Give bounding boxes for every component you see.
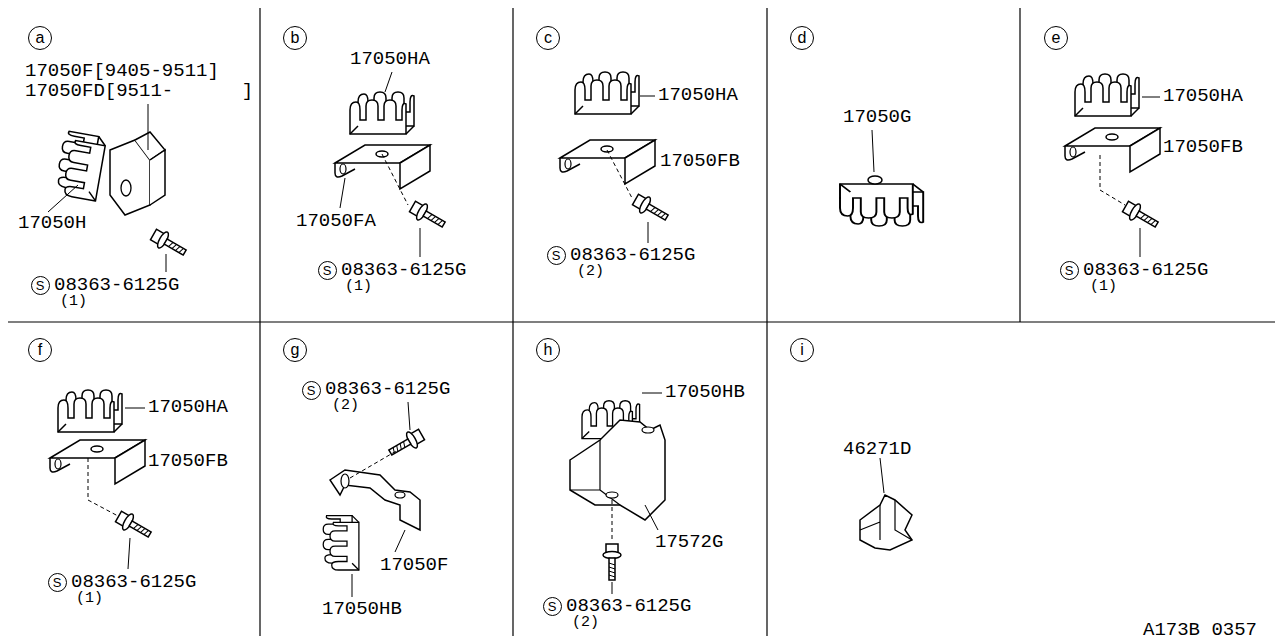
- part-number: 08363-6125G: [570, 246, 695, 265]
- part-number: 46271D: [843, 440, 911, 459]
- part-number: 08363-6125G: [325, 380, 450, 399]
- part-number: 08363-6125G: [341, 261, 466, 280]
- part-number: 17050HB: [322, 600, 402, 619]
- circle-letter: S: [1065, 264, 1074, 277]
- circle-letter: S: [548, 600, 557, 613]
- standard-part-symbol: S: [48, 573, 67, 592]
- standard-part-symbol: S: [543, 597, 562, 616]
- view-letter-circle: f: [28, 338, 52, 362]
- quantity: (1): [76, 591, 103, 606]
- view-letter-circle: a: [28, 26, 52, 50]
- diagram-id: A173B 0357: [1143, 621, 1257, 640]
- part-number: 08363-6125G: [566, 597, 691, 616]
- circle-letter: g: [291, 342, 300, 358]
- circle-letter: b: [291, 30, 300, 46]
- circle-letter: a: [36, 30, 45, 46]
- view-letter-circle: d: [790, 26, 814, 50]
- quantity: (1): [345, 279, 372, 294]
- standard-part-symbol: S: [547, 246, 566, 265]
- standard-part-symbol: S: [1060, 261, 1079, 280]
- circle-letter: S: [36, 279, 45, 292]
- circle-letter: S: [323, 264, 332, 277]
- part-number: 17050HA: [350, 50, 430, 69]
- quantity: (1): [60, 294, 87, 309]
- part-number: 17050HB: [665, 383, 745, 402]
- part-number: 17050FD[9511- ]: [25, 82, 253, 101]
- part-number: 17050FA: [296, 212, 376, 231]
- part-number: 08363-6125G: [1083, 261, 1208, 280]
- circle-letter: h: [544, 342, 553, 358]
- standard-part-symbol: S: [31, 276, 50, 295]
- circle-letter: e: [1052, 30, 1061, 46]
- quantity: (1): [1090, 279, 1117, 294]
- circle-letter: i: [800, 342, 804, 358]
- part-number: 17050HA: [1163, 87, 1243, 106]
- circle-letter: S: [552, 249, 561, 262]
- circle-letter: S: [307, 384, 316, 397]
- part-number: 08363-6125G: [71, 573, 196, 592]
- part-number: 17050HA: [658, 86, 738, 105]
- circle-letter: S: [53, 576, 62, 589]
- quantity: (2): [577, 264, 604, 279]
- circle-letter: d: [798, 30, 807, 46]
- part-number: 17572G: [655, 533, 723, 552]
- view-letter-circle: h: [536, 338, 560, 362]
- standard-part-symbol: S: [318, 261, 337, 280]
- view-letter-circle: i: [790, 338, 814, 362]
- part-number: 08363-6125G: [54, 276, 179, 295]
- part-number: 17050F[9405-9511]: [25, 62, 219, 81]
- part-number: 17050HA: [148, 398, 228, 417]
- part-number: 17050H: [18, 214, 86, 233]
- standard-part-symbol: S: [302, 381, 321, 400]
- quantity: (2): [332, 398, 359, 413]
- part-number: 17050G: [843, 108, 911, 127]
- part-number: 17050F: [380, 556, 448, 575]
- view-letter-circle: b: [283, 26, 307, 50]
- quantity: (2): [572, 615, 599, 630]
- view-letter-circle: c: [536, 26, 560, 50]
- part-number: 17050FB: [1163, 138, 1243, 157]
- view-letter-circle: e: [1044, 26, 1068, 50]
- part-number: 17050FB: [660, 152, 740, 171]
- part-number: 17050FB: [148, 452, 228, 471]
- circle-letter: c: [544, 30, 552, 46]
- circle-letter: f: [38, 342, 42, 358]
- view-letter-circle: g: [283, 338, 307, 362]
